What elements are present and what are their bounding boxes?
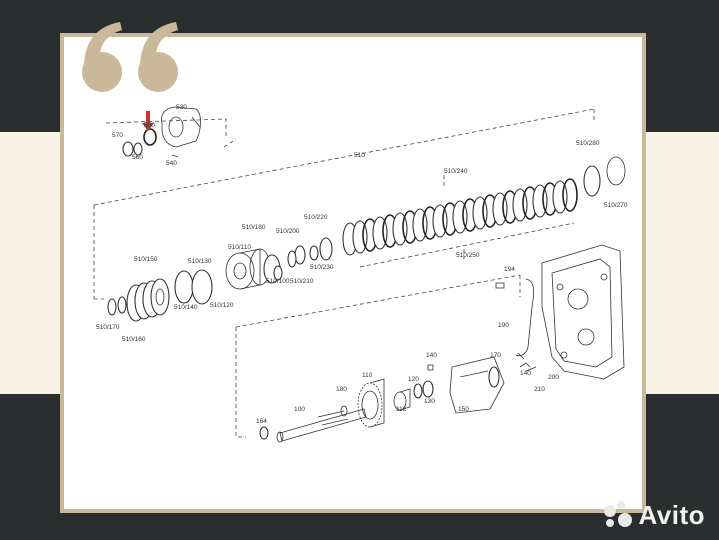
diagram-sheet [64, 37, 642, 509]
avito-dots-icon [604, 501, 634, 529]
ring-170 [488, 366, 500, 388]
label-510-200: 510/200 [276, 228, 300, 235]
part-labels: 530 550 570 560 540 510 510/280 510/270 … [96, 104, 628, 425]
label-140-upper: 140 [426, 352, 437, 359]
ring-164 [259, 426, 269, 440]
label-180: 180 [336, 386, 347, 393]
label-100: 100 [294, 406, 305, 413]
ring-510-100 [273, 265, 283, 281]
label-510-170: 510/170 [96, 324, 120, 331]
label-530: 530 [176, 104, 187, 111]
label-510-150: 510/150 [134, 256, 158, 263]
label-510-100: 510/100 [266, 278, 290, 285]
label-170: 170 [490, 352, 501, 359]
ring-510-120 [191, 269, 213, 305]
label-510-220: 510/220 [304, 214, 328, 221]
label-510-120: 510/120 [210, 302, 234, 309]
label-150: 150 [458, 406, 469, 413]
red-down-arrow-icon [142, 111, 154, 131]
piston-510-110 [225, 248, 271, 290]
fitting-140 [427, 364, 434, 371]
ring-510-230 [309, 245, 319, 261]
ring-130 [422, 380, 434, 398]
label-194: 194 [504, 266, 515, 273]
ring-510-130 [174, 270, 194, 304]
ring-510-220 [319, 237, 333, 261]
label-140-lower: 140 [520, 370, 531, 377]
label-510-240: 510/240 [444, 168, 468, 175]
label-510-110: 510/110 [228, 244, 251, 251]
label-130: 130 [424, 398, 435, 405]
label-540: 540 [166, 160, 177, 167]
exploded-parts-diagram: 530 550 570 560 540 510 510/280 510/270 … [93, 104, 628, 443]
ring-560 [133, 142, 143, 156]
label-510-210: 510/210 [290, 278, 314, 285]
label-510-160: 510/160 [122, 336, 146, 343]
ring-510-160 [117, 296, 127, 314]
label-510-230: 510/230 [310, 264, 334, 271]
double-quote-icon [82, 22, 178, 92]
label-570: 570 [112, 132, 123, 139]
pin-180 [340, 405, 348, 417]
label-120: 120 [408, 376, 419, 383]
ring-510-210 [287, 250, 297, 268]
label-200: 200 [548, 374, 559, 381]
ring-120 [413, 383, 423, 399]
avito-watermark: Avito [604, 500, 705, 530]
label-510-250: 510/250 [456, 252, 480, 259]
label-510: 510 [354, 152, 365, 159]
label-510-270: 510/270 [604, 202, 628, 209]
hose-190 [515, 278, 535, 357]
label-210: 210 [534, 386, 545, 393]
ring-510-200 [294, 245, 306, 265]
fitting-194 [495, 282, 505, 289]
input-shaft-100 [276, 408, 367, 443]
label-550: 550 [144, 122, 155, 129]
ring-510-280 [583, 165, 601, 197]
label-164: 164 [256, 418, 267, 425]
label-510-140: 510/140 [174, 304, 198, 311]
housing-530 [161, 106, 201, 148]
ring-550 [143, 128, 157, 146]
ring-510-170 [107, 298, 117, 316]
gearbox-housing [541, 244, 625, 380]
label-510-280: 510/280 [576, 140, 600, 147]
bearing-112 [393, 388, 411, 411]
clutch-plate-pack [342, 178, 578, 256]
label-560: 560 [132, 154, 143, 161]
label-110: 110 [362, 372, 373, 379]
label-510-180: 510/180 [242, 224, 266, 231]
label-510-130: 510/130 [188, 258, 212, 265]
spring-pack-510-150 [126, 278, 170, 322]
ring-570 [122, 141, 134, 157]
gear-110 [357, 378, 385, 428]
label-112: 112 [396, 406, 407, 413]
avito-wordmark: Avito [638, 499, 705, 530]
cover-150 [449, 356, 505, 414]
label-190: 190 [498, 322, 509, 329]
ring-510-270 [606, 156, 626, 186]
